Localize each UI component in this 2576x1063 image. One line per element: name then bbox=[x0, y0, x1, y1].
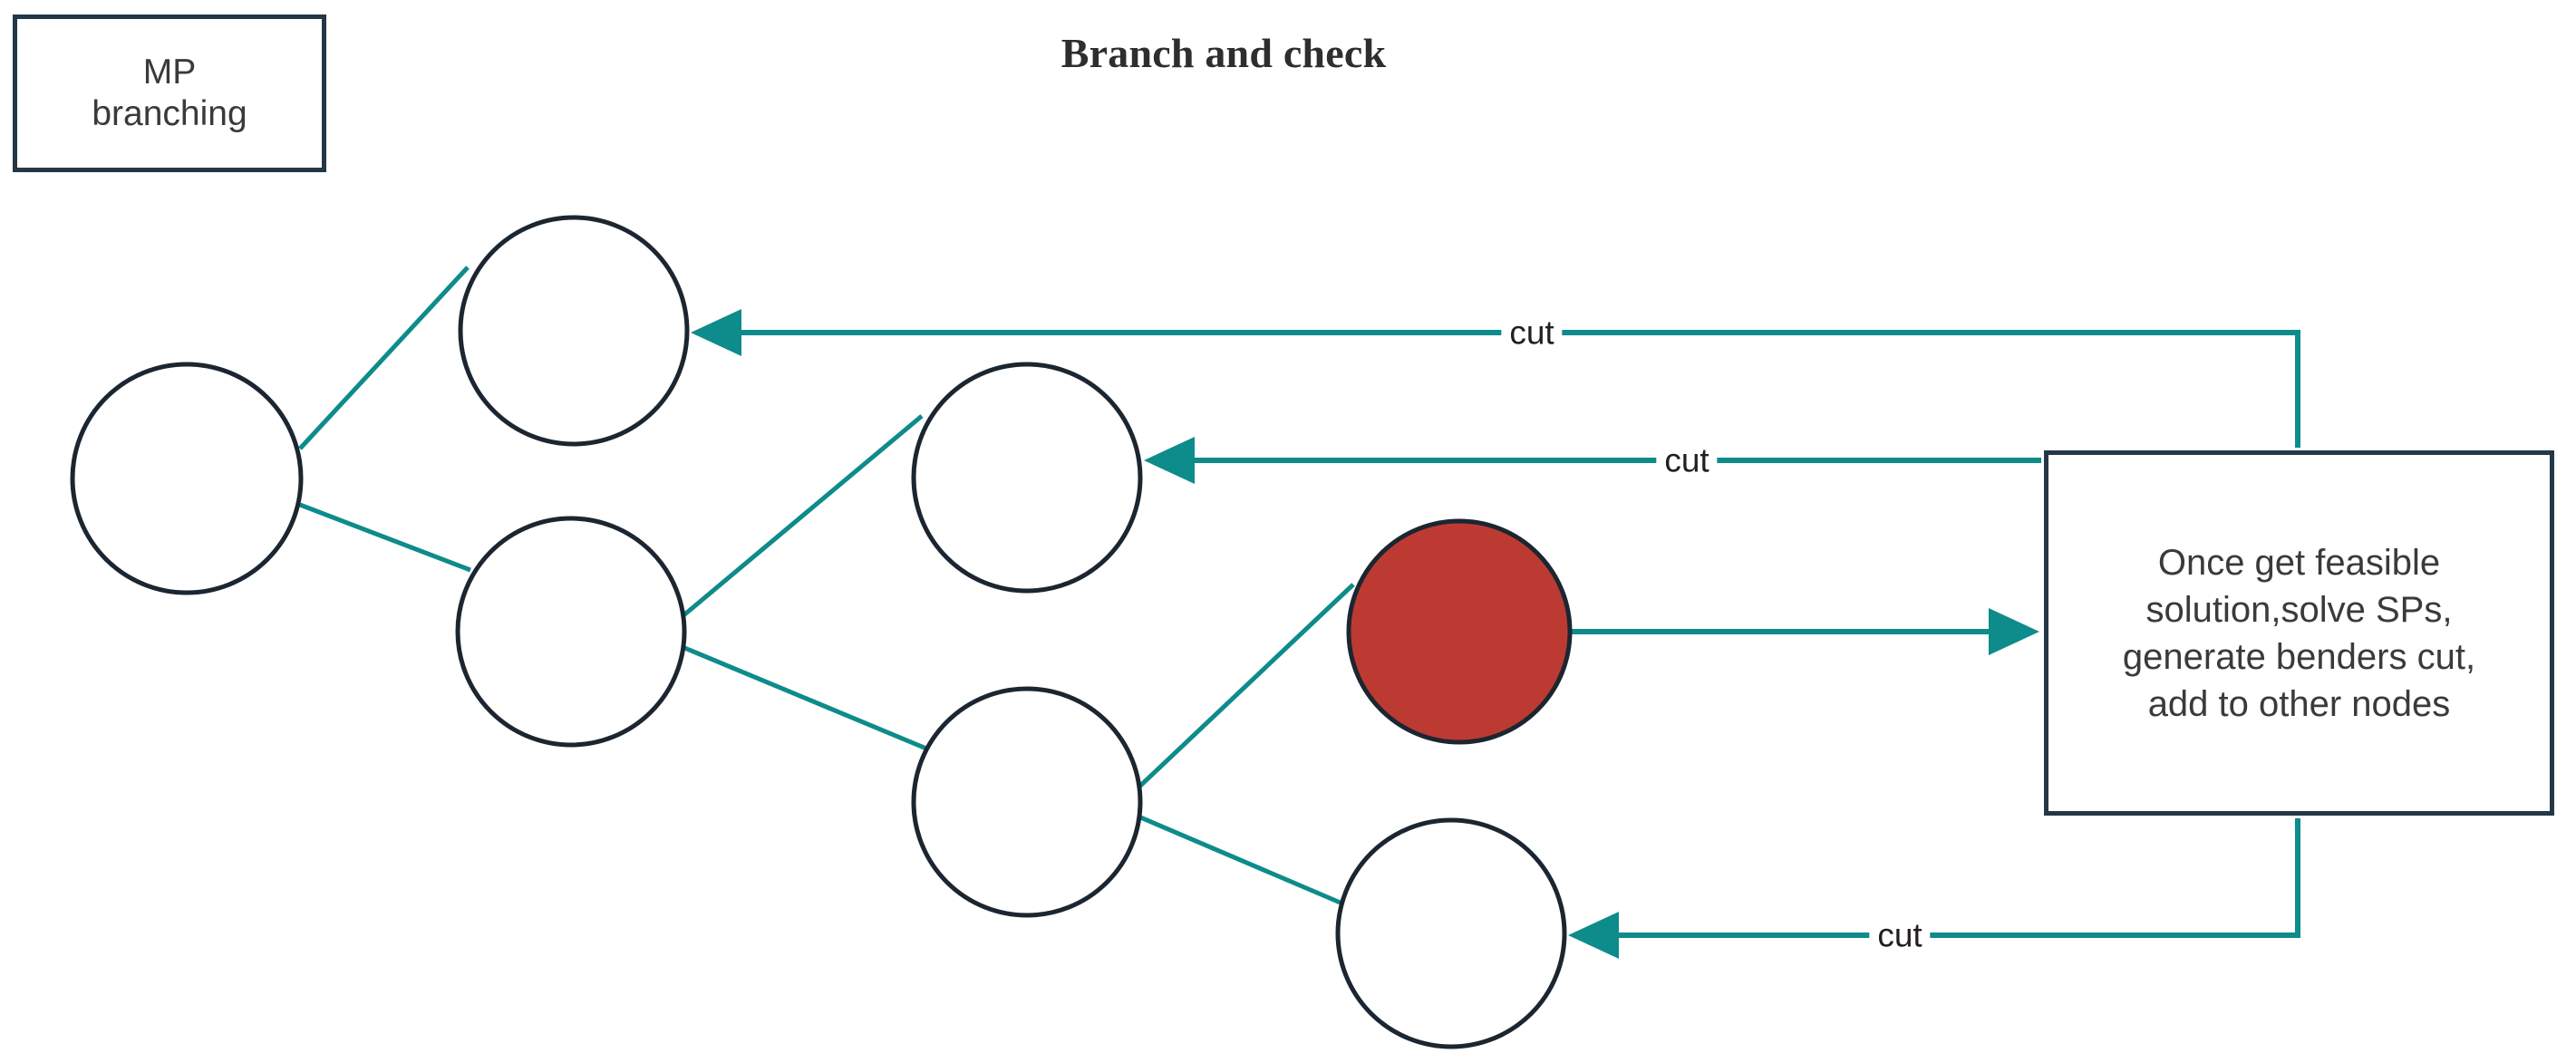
mp-branching-box: MP branching bbox=[13, 14, 326, 172]
node-n3-feasible[interactable] bbox=[1346, 518, 1573, 745]
tree-edge-n1-lower-to-n2-upper bbox=[681, 414, 924, 618]
node-root[interactable] bbox=[70, 362, 304, 595]
cut-label-bottom: cut bbox=[1869, 918, 1931, 952]
process-description-box: Once get feasible solution,solve SPs, ge… bbox=[2044, 450, 2554, 816]
process-description-label: Once get feasible solution,solve SPs, ge… bbox=[2122, 542, 2476, 724]
tree-edge-n1-lower-to-n2-lower bbox=[682, 644, 927, 751]
tree-edges bbox=[298, 266, 1355, 909]
mp-branching-label: MP branching bbox=[92, 52, 247, 133]
cut-edge-box-to-n1-upper bbox=[700, 330, 2300, 448]
node-n1-upper[interactable] bbox=[458, 215, 690, 447]
tree-edge-n2-lower-to-n3-feasible bbox=[1137, 583, 1355, 789]
arrow-head-into-box bbox=[1989, 608, 2039, 655]
cut-label-middle: cut bbox=[1656, 443, 1718, 478]
arrow-head-into-n1-upper bbox=[691, 309, 741, 356]
tree-edge-n2-lower-to-n3-leaf bbox=[1138, 814, 1350, 909]
page-title: Branch and check bbox=[1060, 30, 1387, 76]
node-n1-lower[interactable] bbox=[455, 516, 687, 748]
cut-edges bbox=[691, 309, 2300, 959]
tree-nodes bbox=[70, 215, 1573, 1049]
arrow-head-into-n2-upper bbox=[1144, 437, 1195, 484]
tree-edge-root-to-n1-lower bbox=[299, 502, 471, 573]
cut-edge-box-to-n3-leaf bbox=[1577, 818, 2300, 938]
node-n2-lower[interactable] bbox=[911, 686, 1143, 918]
tree-edge-root-to-n1-upper bbox=[298, 266, 470, 450]
node-n2-upper[interactable] bbox=[911, 362, 1143, 594]
arrow-head-into-n3-leaf bbox=[1568, 912, 1619, 959]
cut-label-top: cut bbox=[1501, 315, 1563, 350]
node-n3-leaf[interactable] bbox=[1335, 817, 1567, 1049]
